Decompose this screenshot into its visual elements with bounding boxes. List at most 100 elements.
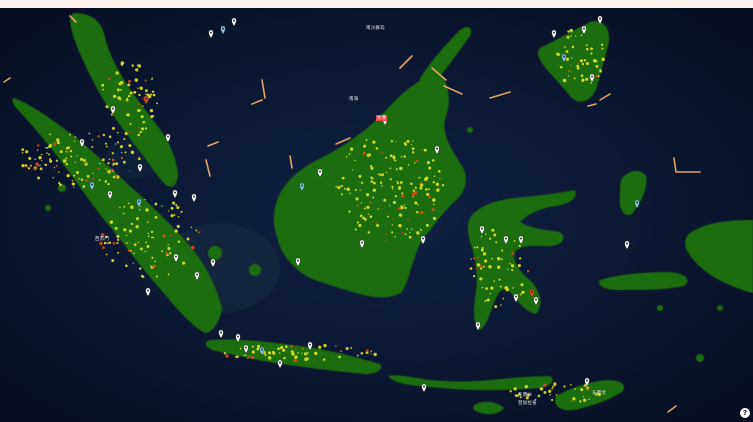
map-pin-icon[interactable]	[210, 258, 216, 268]
hotspot	[480, 235, 483, 238]
map-pin-icon[interactable]	[235, 333, 241, 343]
hotspot	[65, 146, 69, 150]
map-pin-icon[interactable]	[533, 296, 539, 306]
hotspot	[25, 165, 29, 168]
hotspot	[563, 385, 566, 388]
map-pin-icon[interactable]	[107, 190, 113, 200]
map-pin-icon[interactable]	[218, 329, 224, 339]
map-pin-icon[interactable]	[307, 341, 313, 351]
map-pin-icon[interactable]	[624, 240, 630, 250]
hotspot	[569, 28, 573, 33]
map-pin-icon[interactable]	[79, 138, 85, 148]
map-pin-icon[interactable]	[420, 235, 426, 245]
islet	[58, 184, 66, 192]
map-pin-icon[interactable]	[194, 271, 200, 281]
map-pin-icon[interactable]	[584, 377, 590, 387]
map-pin-icon[interactable]	[634, 199, 640, 209]
map-pin-icon[interactable]	[597, 15, 603, 25]
hotspot	[105, 145, 108, 148]
hotspot	[358, 223, 362, 227]
hotspot	[385, 233, 387, 235]
map-pin-icon[interactable]	[110, 105, 116, 115]
map-pin-icon[interactable]	[551, 29, 557, 39]
map-pin-icon[interactable]	[434, 145, 440, 155]
hotspot	[565, 50, 569, 53]
hotspot	[411, 147, 415, 151]
map-pin-icon[interactable]	[243, 344, 249, 354]
map-pin-icon[interactable]	[220, 25, 226, 35]
hotspot	[101, 158, 105, 162]
hotspot	[406, 139, 410, 143]
map-pin-icon[interactable]	[277, 359, 283, 369]
hotspot	[33, 167, 37, 171]
hotspot	[105, 253, 108, 256]
map-pin-icon[interactable]	[172, 189, 178, 199]
hotspot	[128, 229, 133, 233]
map-pin-icon[interactable]	[143, 95, 149, 105]
map-pin-icon[interactable]	[317, 168, 323, 178]
map-pin-icon[interactable]	[231, 17, 237, 27]
hotspot	[338, 355, 341, 359]
map-pin-icon[interactable]	[589, 73, 595, 83]
hotspot	[125, 114, 127, 117]
hotspot	[69, 149, 73, 153]
hotspot	[356, 354, 359, 357]
map-pin-icon[interactable]	[359, 239, 365, 249]
hotspot	[80, 157, 84, 162]
satellite-map[interactable]	[0, 8, 753, 422]
map-pin-icon[interactable]	[561, 53, 567, 63]
map-pin-icon[interactable]	[421, 383, 427, 393]
hotspot	[190, 245, 195, 250]
map-pin-icon[interactable]	[165, 133, 171, 143]
hotspot	[423, 148, 427, 152]
marker-layer[interactable]	[79, 15, 640, 393]
hotspot	[99, 241, 103, 246]
map-pin-icon[interactable]	[518, 235, 524, 245]
map-pin-icon[interactable]	[581, 25, 587, 35]
hotspot	[354, 228, 357, 231]
hotspot	[97, 167, 100, 170]
hotspot	[588, 398, 591, 400]
hotspot	[65, 157, 68, 160]
hotspot	[174, 229, 178, 233]
hotspot	[152, 114, 155, 118]
map-pin-icon[interactable]	[173, 253, 179, 263]
map-pin-icon[interactable]	[136, 198, 142, 208]
map-pin-icon[interactable]	[208, 29, 214, 39]
hotspot	[370, 352, 372, 355]
map-pin-icon[interactable]	[89, 181, 95, 191]
map-pin-icon[interactable]	[513, 293, 519, 303]
hotspot	[419, 210, 424, 215]
hotspot	[107, 77, 111, 81]
hotspot	[426, 192, 430, 196]
map-pin-icon[interactable]	[529, 288, 535, 298]
help-button[interactable]: ?	[740, 408, 750, 418]
hotspot	[500, 258, 503, 261]
map-pin-icon[interactable]	[299, 182, 305, 192]
map-pin-icon[interactable]	[295, 257, 301, 267]
hotspot	[551, 398, 554, 402]
hotspot	[123, 205, 126, 208]
hotspot	[553, 382, 557, 386]
hotspot	[25, 150, 29, 154]
map-pin-icon[interactable]	[191, 193, 197, 203]
hotspot	[399, 181, 403, 184]
hotspot	[137, 87, 139, 89]
map-pin-icon[interactable]	[503, 235, 509, 245]
hotspot	[176, 224, 180, 229]
hotspot	[493, 233, 497, 237]
hotspot	[71, 179, 74, 182]
map-pin-icon[interactable]	[145, 287, 151, 297]
hotspot	[592, 58, 597, 63]
hotspot	[256, 344, 261, 348]
hotspot	[115, 71, 119, 75]
hotspot	[367, 231, 370, 234]
map-pin-icon[interactable]	[259, 346, 265, 356]
hotspot	[585, 77, 589, 81]
map-pin-icon[interactable]	[475, 321, 481, 331]
hotspot	[97, 135, 100, 138]
map-pin-icon[interactable]	[137, 163, 143, 173]
hotspot	[524, 385, 528, 389]
map-pin-icon[interactable]	[479, 225, 485, 235]
